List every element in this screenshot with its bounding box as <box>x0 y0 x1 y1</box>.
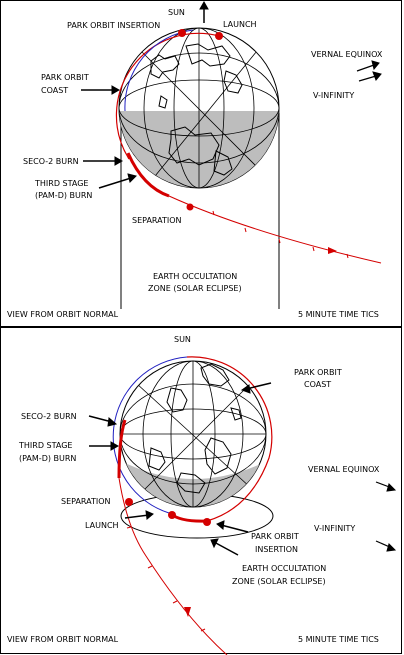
time-tics <box>126 526 206 632</box>
label-pam-d: (PAM-D) BURN <box>35 191 92 200</box>
label-separation: SEPARATION <box>132 216 182 225</box>
insertion-burn <box>170 512 208 523</box>
top-panel: SUN PARK ORBIT INSERTION LAUNCH PARK ORB… <box>0 0 402 327</box>
bottom-diagram: SUN PARK ORBIT COAST SECO-2 BURN THIRD S… <box>7 335 397 655</box>
orbit-blue-arc <box>112 356 188 514</box>
label-occultation-1: EARTH OCCULTATION <box>153 272 237 281</box>
label-sun: SUN <box>168 8 185 17</box>
label-coast: COAST <box>41 86 68 95</box>
separation-marker <box>125 498 133 506</box>
label-vernal-equinox: VERNAL EQUINOX <box>308 465 380 474</box>
time-tics <box>212 210 349 259</box>
label-v-infinity: V-INFINITY <box>314 524 355 533</box>
label-launch: LAUNCH <box>85 521 119 530</box>
label-park-orbit: PARK ORBIT <box>294 368 342 377</box>
label-seco2: SECO-2 BURN <box>21 412 77 421</box>
label-park-orbit-ins-2: INSERTION <box>255 545 298 554</box>
pointer-arrows <box>88 382 397 556</box>
label-pam-d: (PAM-D) BURN <box>19 454 76 463</box>
earth-globe <box>118 27 280 189</box>
park-orbit-arc <box>186 356 273 522</box>
label-park-orbit-ins-1: PARK ORBIT <box>251 532 299 541</box>
departure-trajectory <box>168 195 382 264</box>
label-v-infinity: V-INFINITY <box>313 91 354 100</box>
label-third-stage: THIRD STAGE <box>18 441 72 450</box>
bottom-panel: SUN PARK ORBIT COAST SECO-2 BURN THIRD S… <box>0 327 402 655</box>
park-orbit-insertion-marker <box>178 29 186 37</box>
label-coast: COAST <box>304 380 331 389</box>
label-park-orbit: PARK ORBIT <box>41 73 89 82</box>
label-separation: SEPARATION <box>61 497 111 506</box>
burn-segment <box>126 152 170 198</box>
label-view: VIEW FROM ORBIT NORMAL <box>7 310 119 319</box>
launch-marker <box>168 511 176 519</box>
continents <box>150 43 243 176</box>
label-third-stage: THIRD STAGE <box>34 179 88 188</box>
park-orbit-insertion-marker <box>203 518 211 526</box>
label-vernal-equinox: VERNAL EQUINOX <box>311 50 383 59</box>
park-orbit-arc <box>115 32 220 160</box>
label-occultation-1: EARTH OCCULTATION <box>242 564 326 573</box>
graticule <box>119 28 279 188</box>
label-park-orbit-insertion: PARK ORBIT INSERTION <box>67 21 160 30</box>
direction-arrow <box>328 247 337 254</box>
launch-marker <box>215 32 223 40</box>
pointer-arrows <box>81 1 382 189</box>
earth-globe <box>119 360 267 508</box>
top-diagram: SUN PARK ORBIT INSERTION LAUNCH PARK ORB… <box>7 1 383 319</box>
departure-trajectory <box>118 477 228 655</box>
continents <box>148 363 242 494</box>
graticule <box>120 361 266 507</box>
direction-arrow <box>184 607 191 617</box>
label-tics: 5 MINUTE TIME TICS <box>298 310 379 319</box>
label-seco2: SECO-2 BURN <box>23 157 79 166</box>
trajectory <box>115 29 382 264</box>
separation-marker <box>186 203 194 211</box>
label-view: VIEW FROM ORBIT NORMAL <box>7 635 119 644</box>
label-occultation-2: ZONE (SOLAR ECLIPSE) <box>232 577 326 586</box>
label-launch: LAUNCH <box>223 20 257 29</box>
seco2-burn-segment <box>117 419 127 479</box>
label-occultation-2: ZONE (SOLAR ECLIPSE) <box>148 284 242 293</box>
trajectory <box>112 356 273 655</box>
label-sun: SUN <box>174 335 191 344</box>
label-tics: 5 MINUTE TIME TICS <box>298 635 379 644</box>
